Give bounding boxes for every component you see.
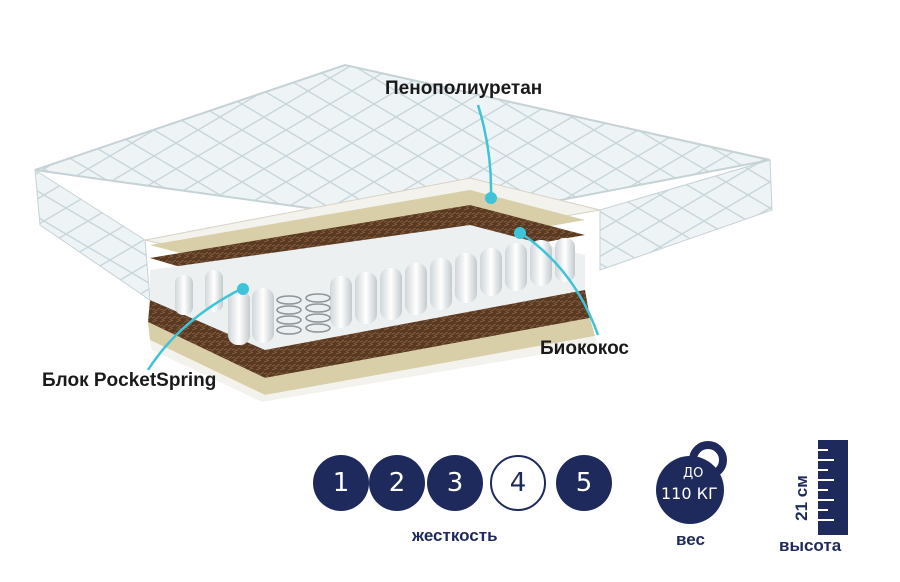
leader-lines [146,104,600,371]
label-spring-block: Блок PocketSpring [42,370,217,391]
label-coir: Биококос [540,338,629,359]
mattress-illustration [34,63,773,402]
coir-marker [514,227,526,239]
leader-foam [476,104,493,197]
weight-value: 110 КГ [661,484,718,503]
mattress-right-side [599,159,773,271]
exposed-coils [276,293,331,335]
height-value: 21 см [792,475,811,521]
hardness-level-5: 5 [556,455,612,511]
hardness-caption: жесткость [412,526,498,545]
height-caption: высота [779,536,842,555]
label-foam: Пенополиуретан [385,78,543,99]
weight-prefix: ДО [683,466,704,481]
hardness-level-3: 3 [427,455,483,511]
hardness-level-1: 1 [313,455,369,511]
leader-coir [521,232,600,336]
spring-row [175,238,575,345]
weight-caption: вес [676,530,705,549]
foam-marker [485,192,497,204]
cutaway [144,177,601,402]
leader-spring [146,287,242,371]
weight-icon [656,441,727,524]
hardness-level-4: 4 [490,455,546,511]
spring-marker [237,283,249,295]
mattress-left-side [34,169,151,302]
ruler-icon [818,440,848,535]
leader-dots [237,192,526,295]
hardness-level-2: 2 [369,455,425,511]
